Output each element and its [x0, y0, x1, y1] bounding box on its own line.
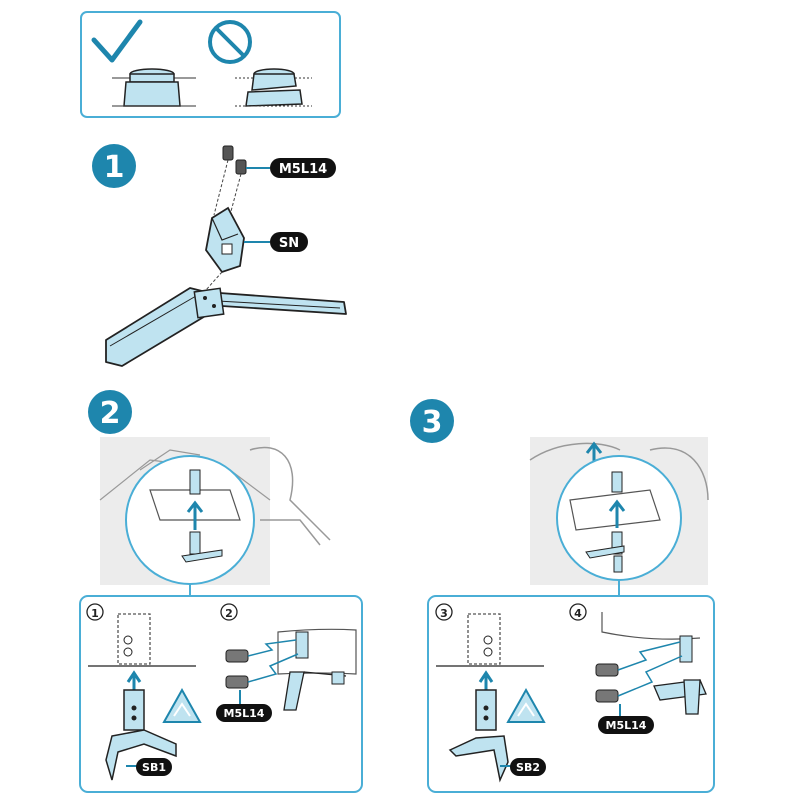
- stand-base: [105, 287, 347, 367]
- step-3: 3 3: [410, 399, 715, 793]
- svg-text:M5L14: M5L14: [224, 707, 265, 720]
- step-number-badge: [92, 144, 136, 188]
- screw-label-tag: M5L14: [598, 716, 654, 734]
- incorrect-screw-drawing: [235, 68, 312, 107]
- svg-text:SB2: SB2: [516, 761, 540, 774]
- step-number-label: 2: [100, 396, 121, 431]
- detail-panel-3: 3 SB2 4: [427, 595, 715, 793]
- screw-pair: [225, 639, 299, 704]
- svg-text:2: 2: [225, 607, 233, 620]
- prohibited-icon: [208, 20, 252, 64]
- screw-label-tag: M5L14: [270, 158, 336, 178]
- svg-text:SB1: SB1: [142, 761, 166, 774]
- step-number-badge: [410, 399, 454, 443]
- pinch-warning-icon: [506, 687, 546, 723]
- screw-pair: [213, 145, 270, 216]
- installation-scene: [529, 437, 709, 596]
- step-number-label: 1: [104, 150, 125, 185]
- step-1: 1 M5L14 SN: [92, 144, 347, 367]
- stand-label-tag: SB2: [500, 758, 546, 776]
- stand-label-tag: SB1: [126, 758, 172, 776]
- correct-screw-drawing: [112, 68, 196, 107]
- check-icon: [91, 19, 143, 63]
- step-number-label: 3: [422, 405, 443, 440]
- svg-text:3: 3: [440, 607, 448, 620]
- svg-text:M5L14: M5L14: [279, 162, 327, 177]
- svg-text:SN: SN: [279, 236, 299, 251]
- screw-pair: [595, 641, 683, 716]
- bracket-sn: SN: [205, 206, 308, 291]
- screw-label-tag: M5L14: [216, 704, 272, 722]
- upward-arrow-icon: [186, 500, 204, 530]
- svg-text:1: 1: [91, 607, 99, 620]
- svg-text:4: 4: [574, 607, 582, 620]
- installation-scene: [99, 437, 331, 596]
- svg-text:M5L14: M5L14: [606, 719, 647, 732]
- step-number-badge: [88, 390, 132, 434]
- pinch-warning-icon: [162, 687, 202, 723]
- detail-panel-2: 1 SB1 2: [79, 595, 363, 793]
- step-2: 2 1: [79, 390, 363, 793]
- screw-tightness-panel: [80, 11, 341, 118]
